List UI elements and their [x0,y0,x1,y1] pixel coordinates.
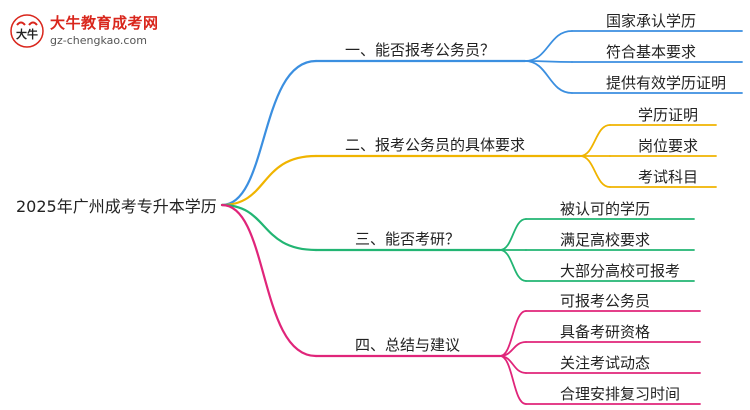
leaf-connector [579,124,611,157]
leaf-node: 国家承认学历 [606,12,697,30]
leaf-connector [524,30,573,62]
bull-logo-icon: 大牛 [10,14,44,48]
branch-connector [220,59,318,207]
leaf-node: 考试科目 [638,168,699,186]
site-logo[interactable]: 大牛 大牛教育成考网 gz-chengkao.com [10,10,180,52]
leaf-node: 被认可的学历 [560,200,651,218]
leaf-node: 提供有效学历证明 [606,74,727,92]
leaf-node: 符合基本要求 [606,43,697,61]
branch-node-1: 一、能否报考公务员？ [345,41,496,59]
svg-text:大牛: 大牛 [16,27,38,41]
leaf-connector [499,310,527,357]
logo-title: 大牛教育成考网 [50,14,159,32]
leaf-node: 可报考公务员 [560,292,651,310]
leaf-node: 关注考试动态 [560,354,651,372]
root-node: 2025年广州成考专升本学历 [16,197,217,216]
branch-connector [220,154,318,207]
leaf-node: 满足高校要求 [560,231,651,249]
branch-node-2: 二、报考公务员的具体要求 [345,136,526,154]
leaf-connector [499,218,527,251]
leaf-node: 大部分高校可报考 [560,262,681,280]
leaf-connector [499,249,527,282]
branch-node-3: 三、能否考研？ [355,230,461,248]
branch-connector [220,203,318,252]
logo-url: gz-chengkao.com [50,34,147,47]
branch-connector [220,203,318,358]
leaf-node: 学历证明 [638,106,699,124]
leaf-node: 具备考研资格 [560,323,651,341]
leaf-node: 合理安排复习时间 [560,385,681,403]
leaf-connector [579,155,611,188]
leaf-connector [524,60,573,94]
leaf-node: 岗位要求 [638,137,699,155]
branch-node-4: 四、总结与建议 [355,336,461,354]
leaf-connector [499,355,527,405]
